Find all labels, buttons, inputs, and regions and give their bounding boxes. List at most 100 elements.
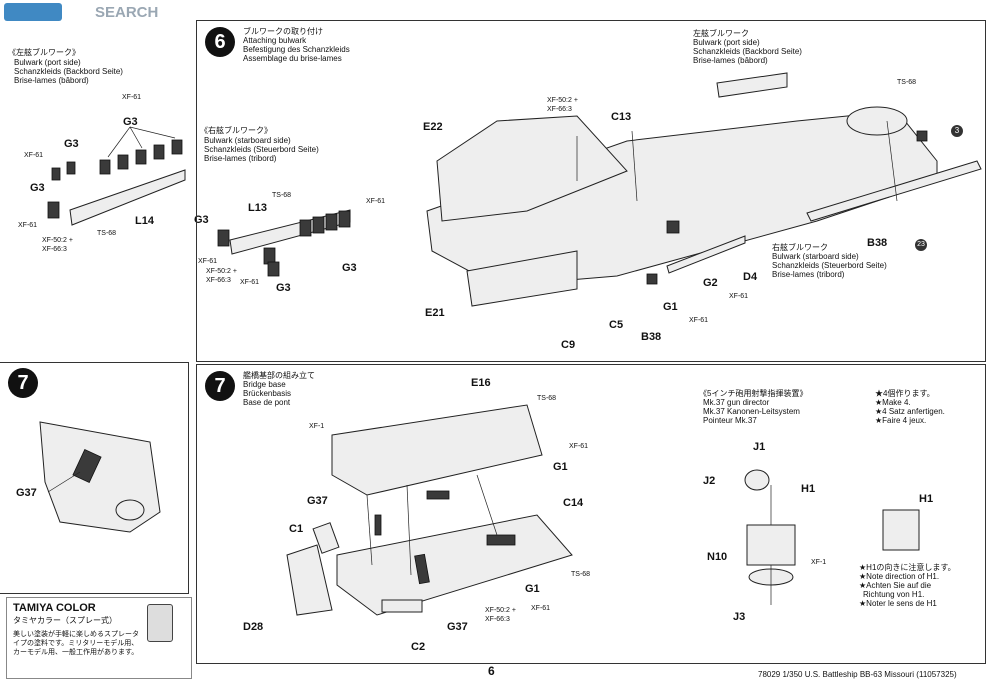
label-xf66: XF-66:3 [485,616,510,623]
starboard-bulwark-diagram [217,209,351,277]
label-n10: N10 [707,551,728,563]
label-xf61: XF-61 [18,222,38,229]
label-e16: E16 [471,377,491,389]
label-g1: G1 [663,301,678,313]
label-xf50: XF-50:2 + [42,237,73,244]
label-e22: E22 [423,121,443,133]
label-g3: G3 [276,282,291,294]
port-callout-fr: Brise-lames (bâbord) [693,56,768,65]
port-title-jp: 《左舷ブルワーク》 [8,48,80,57]
label-g3: G3 [342,262,357,274]
left-step-7-diagram [39,421,161,533]
step-7-title-fr: Base de pont [243,398,291,407]
label-ts68: TS-68 [97,230,117,237]
gun-director-title-en: Mk.37 gun director [703,398,770,407]
h1-note-jp: ★H1の向きに注意します。 [859,563,956,572]
watermark-brand: SEARCH [95,4,159,21]
label-g3: G3 [123,116,138,128]
label-ts68: TS-68 [571,571,591,578]
step-6-panel: 6 ブルワークの取り付け Attaching bulwark Befestigu… [196,20,986,362]
label-xf61: XF-61 [122,94,142,101]
step-6-title-de: Befestigung des Schanzkleids [243,45,350,54]
step-7-number: 7 [205,371,235,401]
label-xf61: XF-61 [366,198,386,205]
step-6-number: 6 [205,27,235,57]
label-xf66: XF-66:3 [42,246,67,253]
label-g2: G2 [703,277,718,289]
starboard-title-de: Schanzkleids (Steuerbord Seite) [204,145,319,154]
step-6-hull-diagram [426,72,982,307]
label-c14: C14 [563,497,584,509]
step-6-title-jp: ブルワークの取り付け [243,27,323,36]
h1-note-de: ★Achten Sie auf die [859,581,932,590]
step-7-panel: 7 艦橋基部の組み立て Bridge base Brückenbasis Bas… [196,364,986,664]
port-bulwark-section: 《左舷ブルワーク》 Bulwark (port side) Schanzklei… [0,40,190,290]
port-callout-en: Bulwark (port side) [693,38,760,47]
port-title-fr: Brise-lames (bâbord) [14,76,89,85]
port-callout-de: Schanzkleids (Backbord Seite) [693,47,802,56]
label-g1: G1 [553,461,568,473]
label-d4: D4 [743,271,758,283]
label-c5: C5 [609,319,624,331]
label-g37: G37 [307,495,328,507]
label-c2: C2 [411,641,426,653]
spray-can-icon [147,604,173,642]
label-xf50: XF-50:2 + [206,268,237,275]
tamiya-brand: TAMIYA COLOR [13,602,96,614]
label-xf61: XF-61 [240,279,260,286]
label-xf61: XF-61 [729,293,749,300]
label-l13: L13 [248,202,267,214]
label-l14: L14 [135,215,154,227]
starboard-callout-en: Bulwark (starboard side) [772,252,859,261]
starboard-callout-fr: Brise-lames (tribord) [772,270,845,279]
label-xf61: XF-61 [531,605,551,612]
starboard-bulwark-section: 《右舷ブルワーク》 Bulwark (starboard side) Schan… [190,120,390,294]
label-g37: G37 [447,621,468,633]
gun-director-title-fr: Pointeur Mk.37 [703,416,757,425]
label-xf61: XF-61 [24,152,44,159]
label-g37: G37 [16,487,37,499]
watermark-emblem [4,3,62,21]
label-ts68: TS-68 [537,395,557,402]
port-title-en: Bulwark (port side) [14,58,81,67]
tamiya-sub: タミヤカラー（スプレー式） [13,616,117,625]
h1-note-fr: ★Noter le sens de H1 [859,599,937,608]
label-xf61: XF-61 [689,317,709,324]
step-7-title-jp: 艦橋基部の組み立て [243,371,315,380]
footer-info: 78029 1/350 U.S. Battleship BB-63 Missou… [758,670,957,679]
label-j3: J3 [733,611,746,623]
make-note-fr: ★Faire 4 jeux. [875,416,927,425]
starboard-title-en: Bulwark (starboard side) [204,136,291,145]
tamiya-desc: 美しい塗装が手軽に楽しめるスプレータイプの塗料です。ミリタリーモデル用、カーモデ… [13,631,139,656]
label-xf61: XF-61 [198,258,218,265]
page-number: 6 [488,664,495,678]
label-g3: G3 [194,214,209,226]
step-6-title-en: Attaching bulwark [243,36,307,45]
label-e21: E21 [425,307,445,319]
label-xf50: XF-50:2 + [547,97,578,104]
starboard-title-jp: 《右舷ブルワーク》 [200,126,272,135]
make-note-en: ★Make 4. [875,398,911,407]
label-j1: J1 [753,441,766,453]
label-xf66: XF-66:3 [547,106,572,113]
label-g3: G3 [30,182,45,194]
make-note-de: ★4 Satz anfertigen. [875,407,945,416]
step-7-title-de: Brückenbasis [243,389,292,398]
left-step-7-fragment: 7 G37 [0,362,190,602]
port-title-de: Schanzkleids (Backbord Seite) [14,67,123,76]
gun-director-title-jp: 《5インチ砲用射撃指揮装置》 [699,389,808,398]
label-c9: C9 [561,339,576,351]
label-xf61: XF-61 [569,443,589,450]
callout-3: 3 [951,125,963,137]
label-g3: G3 [64,138,79,150]
starboard-callout-de: Schanzkleids (Steuerbord Seite) [772,261,887,270]
label-c1: C1 [289,523,304,535]
h1-note-en: ★Note direction of H1. [859,572,940,581]
step-7-bridge-diagram [286,404,920,616]
label-b38: B38 [641,331,662,343]
port-bulwark-diagram [47,126,186,226]
port-callout-jp: 左舷ブルワーク [693,29,749,38]
label-xf50: XF-50:2 + [485,607,516,614]
step-7-title-en: Bridge base [243,380,286,389]
gun-director-title-de: Mk.37 Kanonen-Leitsystem [703,407,800,416]
